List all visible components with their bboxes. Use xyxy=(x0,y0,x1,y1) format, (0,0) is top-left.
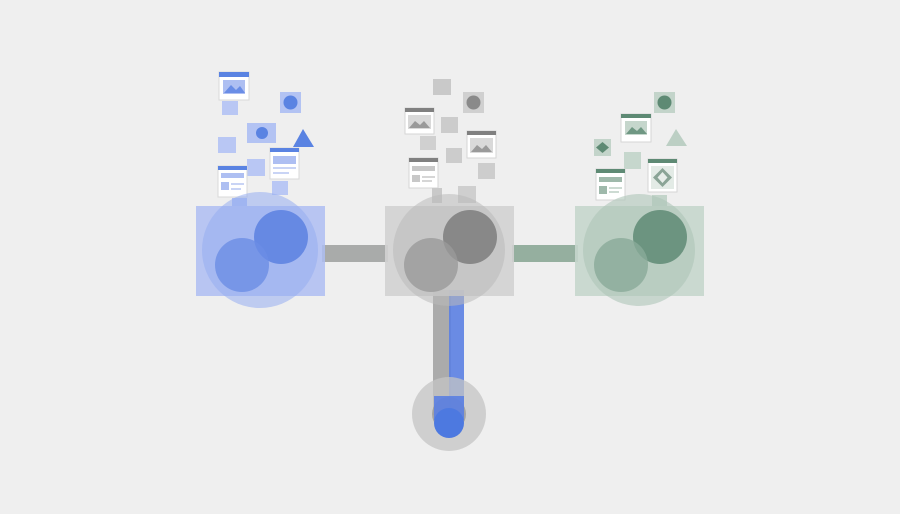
square-icon xyxy=(420,136,436,150)
output-node xyxy=(412,377,486,451)
square-icon xyxy=(272,181,288,195)
hub-circle-back xyxy=(633,210,687,264)
circle-tile-icon xyxy=(280,92,301,113)
hub-circle-front xyxy=(404,238,458,292)
connector-blue-grey xyxy=(322,245,388,262)
window-image-icon xyxy=(466,130,497,159)
triangle-icon xyxy=(293,129,314,147)
window-image-icon xyxy=(620,113,652,143)
square-icon xyxy=(478,163,495,179)
circle-tile-icon xyxy=(247,123,276,143)
square-icon xyxy=(433,79,451,95)
diamond-tile-icon xyxy=(594,139,611,156)
square-icon xyxy=(218,137,236,153)
hub-circle-back xyxy=(254,210,308,264)
hub-circle-front xyxy=(215,238,269,292)
cluster-grey xyxy=(385,79,514,306)
window-image-icon xyxy=(404,107,435,135)
circle-tile-icon xyxy=(463,92,484,113)
window-list-icon xyxy=(595,168,626,201)
window-list-icon xyxy=(269,147,300,180)
connector-grey-green xyxy=(512,245,578,262)
window-diamond-icon xyxy=(647,158,678,193)
circle-tile-icon xyxy=(654,92,675,113)
window-list-icon xyxy=(408,157,439,189)
square-icon xyxy=(446,148,462,163)
window-list-icon xyxy=(217,165,248,198)
cluster-green xyxy=(575,92,704,306)
cluster-blue xyxy=(196,71,325,308)
square-icon xyxy=(247,159,265,176)
hub-circle-back xyxy=(443,210,497,264)
square-icon xyxy=(222,101,238,115)
square-icon xyxy=(624,152,641,169)
triangle-icon xyxy=(666,129,687,146)
hub-circle-front xyxy=(594,238,648,292)
square-icon xyxy=(441,117,458,133)
window-image-icon xyxy=(218,71,250,101)
output-dot xyxy=(434,408,464,438)
